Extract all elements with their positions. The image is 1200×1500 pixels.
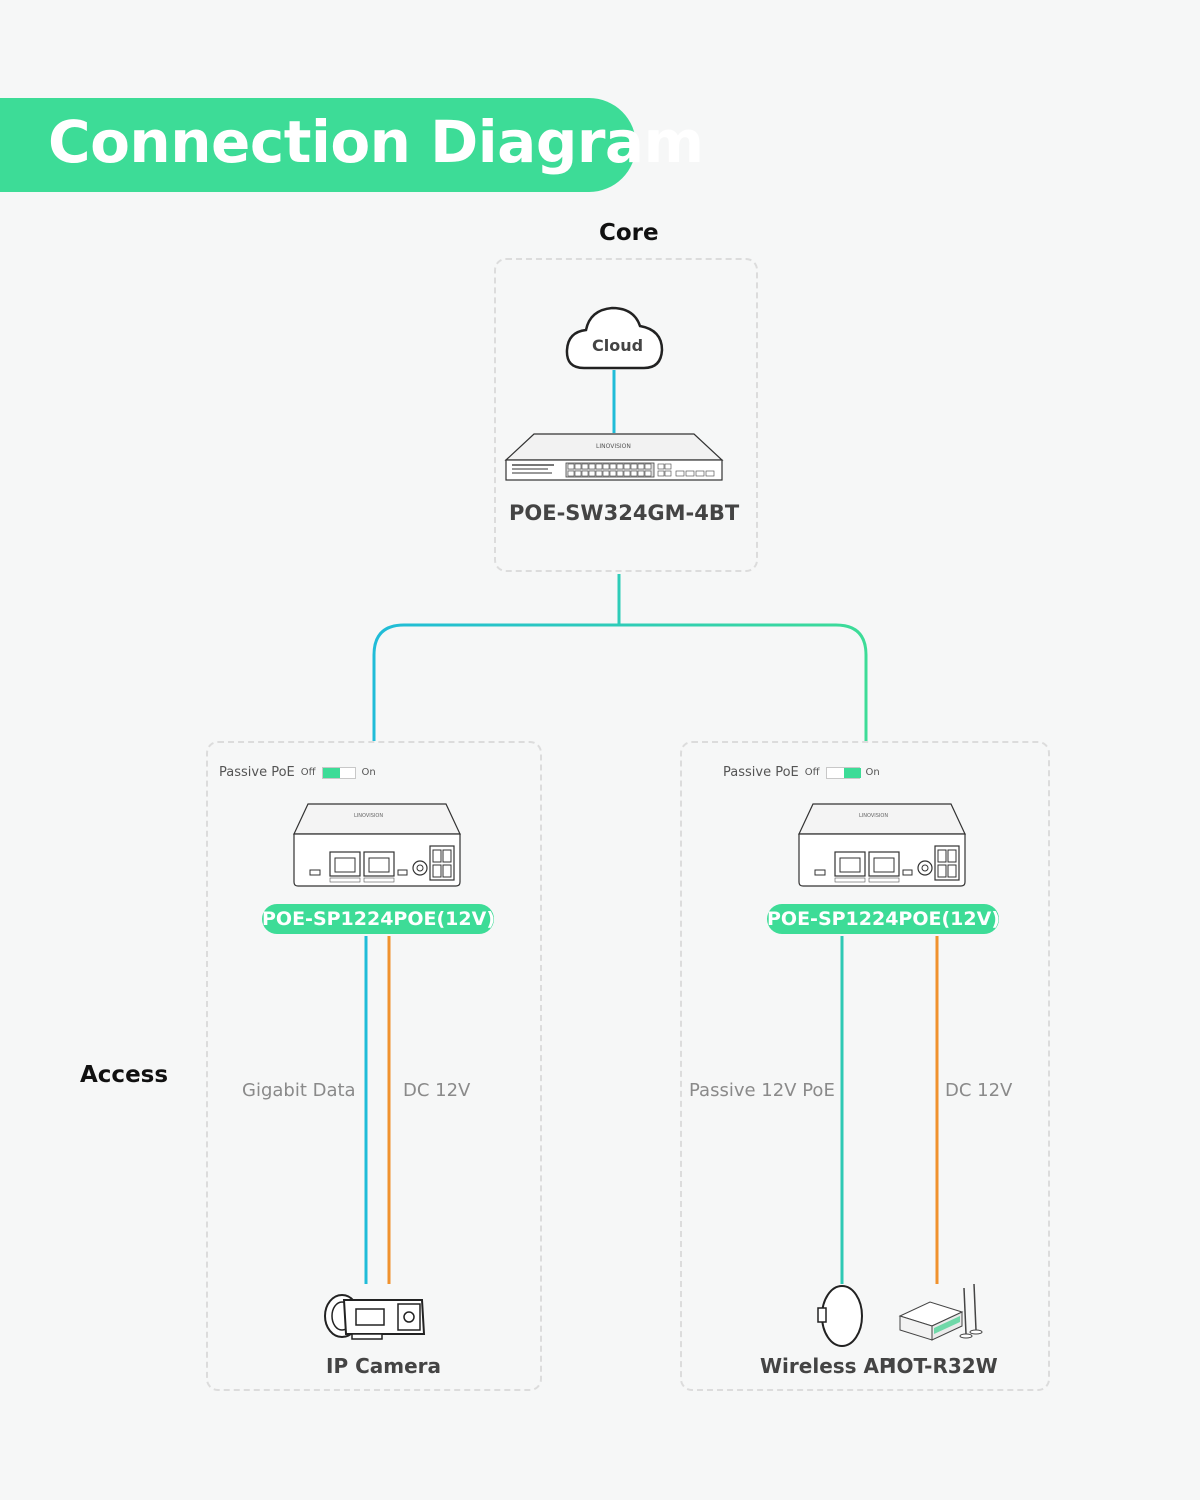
- page-title: Connection Diagram: [48, 108, 704, 176]
- iot-router-icon: [898, 1283, 983, 1341]
- ip-camera-icon: [324, 1294, 426, 1340]
- access-right-panel: [680, 741, 1050, 1391]
- left-injector-model-badge: POE-SP1224POE(12V): [262, 904, 495, 934]
- core-panel: [494, 258, 758, 572]
- wireless-ap-icon: [817, 1285, 863, 1347]
- network-switch-icon: [504, 433, 724, 481]
- tier-label-access: Access: [80, 1062, 169, 1088]
- cloud-icon: [565, 306, 664, 370]
- distribution-link: [372, 574, 868, 741]
- right-injector-brand: LINOVISION: [859, 813, 889, 819]
- left-poe-label: Passive PoE: [219, 765, 295, 780]
- right-passive-poe-switch: Passive PoE Off On: [723, 765, 880, 780]
- right-toggle-off-label: Off: [804, 767, 820, 778]
- right-poe-injector-icon: [798, 803, 966, 887]
- left-poe-toggle[interactable]: [321, 766, 356, 779]
- right-power-line-label: DC 12V: [945, 1080, 1013, 1101]
- right-toggle-on-label: On: [865, 767, 880, 778]
- tier-label-core: Core: [599, 220, 659, 246]
- right-poe-line-label: Passive 12V PoE: [689, 1080, 835, 1101]
- switch-model-label: POE-SW324GM-4BT: [509, 501, 740, 525]
- left-data-line-label: Gigabit Data: [242, 1080, 356, 1101]
- left-toggle-off-label: Off: [300, 767, 316, 778]
- right-poe-toggle[interactable]: [825, 766, 861, 779]
- title-banner: Connection Diagram: [0, 98, 704, 192]
- left-injector-brand: LINOVISION: [354, 813, 384, 819]
- access-left-panel: [206, 741, 542, 1391]
- left-passive-poe-switch: Passive PoE Off On: [219, 765, 376, 780]
- iot-router-label: IOT-R32W: [889, 1354, 998, 1378]
- right-poe-label: Passive PoE: [723, 765, 799, 780]
- left-poe-injector-icon: [293, 803, 461, 887]
- left-power-line-label: DC 12V: [403, 1080, 471, 1101]
- wireless-ap-label: Wireless AP: [760, 1354, 894, 1378]
- left-toggle-on-label: On: [361, 767, 376, 778]
- switch-brand-label: LINOVISION: [596, 443, 631, 450]
- ip-camera-label: IP Camera: [326, 1354, 441, 1378]
- right-injector-model-badge: POE-SP1224POE(12V): [767, 904, 1000, 934]
- cloud-label: Cloud: [592, 336, 644, 355]
